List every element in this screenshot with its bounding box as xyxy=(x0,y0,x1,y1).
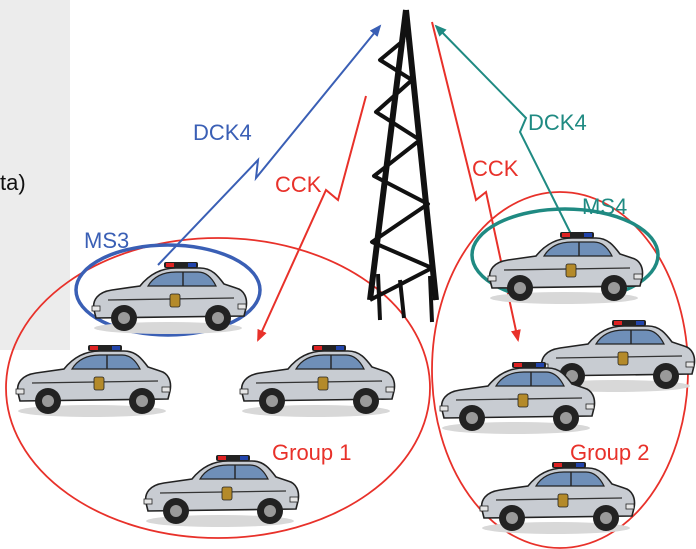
cck-right-label: CCK xyxy=(472,156,519,181)
cck-left-label: CCK xyxy=(275,172,322,197)
police-car-icon xyxy=(15,344,172,418)
dck4-right-label: DCK4 xyxy=(528,110,587,135)
dck4-left-link xyxy=(157,24,382,266)
police-car-icon xyxy=(479,461,636,535)
group1-boundary xyxy=(5,237,431,539)
ms4-label: MS4 xyxy=(582,194,627,219)
police-car-icon xyxy=(487,231,644,305)
cck-left-link xyxy=(257,95,367,342)
group2-label: Group 2 xyxy=(570,440,650,465)
police-car-icon xyxy=(91,261,248,335)
side-panel xyxy=(0,0,70,350)
ms3-label: MS3 xyxy=(84,228,129,253)
dck4-left-label: DCK4 xyxy=(193,120,252,145)
radio-tower-icon xyxy=(367,9,439,323)
side-panel-text: ta) xyxy=(0,170,26,195)
police-car-icon xyxy=(239,344,396,418)
dck4-right-link xyxy=(434,24,579,249)
police-car-icon xyxy=(143,454,300,528)
group1-label: Group 1 xyxy=(272,440,352,465)
ms3-ellipse xyxy=(74,243,262,337)
